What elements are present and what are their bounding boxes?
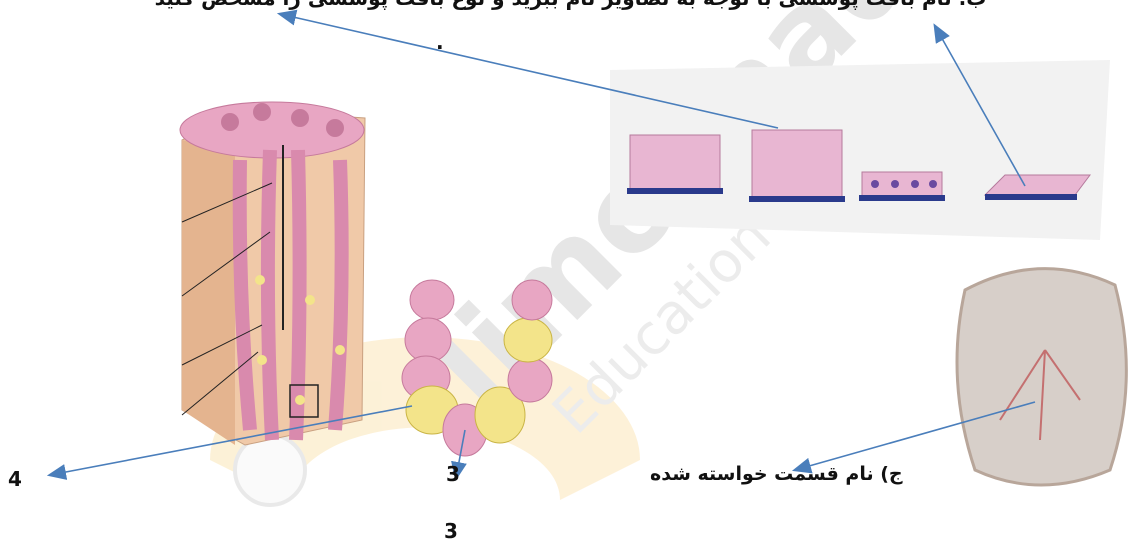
period-mark: . — [436, 30, 444, 54]
gland-cells-illustration — [402, 280, 552, 456]
part-name-question: ج) نام قسمت خواسته شده — [650, 463, 903, 485]
mesentery-illustration — [957, 269, 1126, 485]
intestinal-crypt-illustration — [180, 102, 365, 445]
label-three-near: 3 — [446, 462, 460, 486]
label-three-bottom: 3 — [444, 519, 458, 543]
label-four: 4 — [8, 467, 22, 491]
top-instruction-text: ب. نام بافت پوششی با توجه به تصاویر نام … — [0, 0, 1141, 10]
epithelium-types-illustration — [610, 60, 1110, 240]
